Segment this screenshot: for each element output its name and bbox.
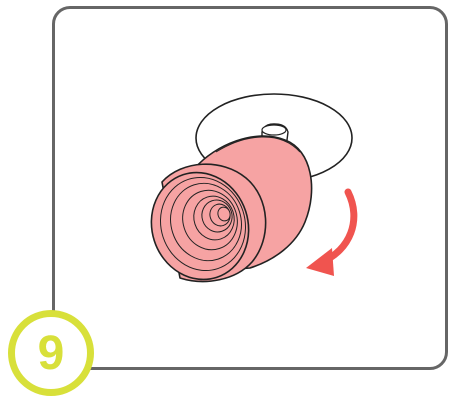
rotate-arrow-icon <box>306 188 358 276</box>
step-number: 9 <box>37 327 65 380</box>
camera-lens <box>150 171 250 281</box>
step-number-badge: 9 <box>8 310 94 396</box>
